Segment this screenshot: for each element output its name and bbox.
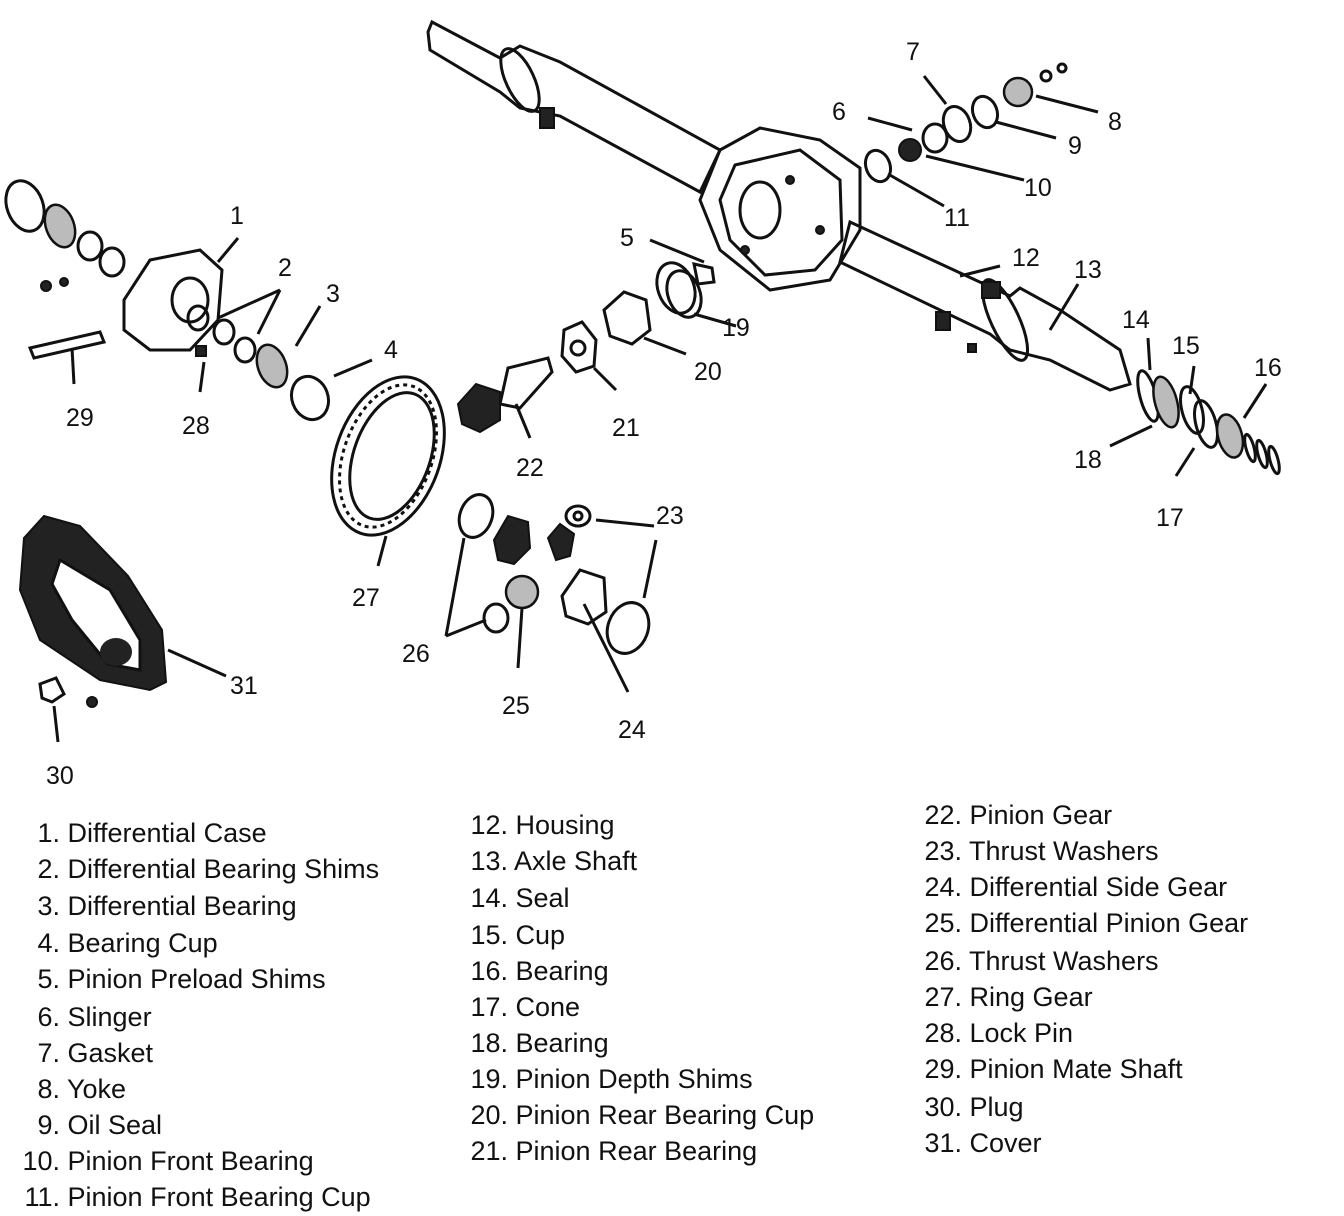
legend-item: 30. Plug [924, 1092, 1024, 1122]
legend-item: 16. Bearing [470, 956, 609, 986]
legend-item: 19. Pinion Depth Shims [470, 1064, 753, 1094]
callout-21: 21 [612, 414, 640, 442]
callout-12: 12 [1012, 244, 1040, 272]
callout-13: 13 [1074, 256, 1102, 284]
legend-item: 25. Differential Pinion Gear [924, 908, 1249, 938]
callout-3: 3 [326, 280, 340, 308]
callout-5: 5 [620, 224, 634, 252]
callout-15: 15 [1172, 332, 1200, 360]
legend-item: 3. Differential Bearing [37, 891, 297, 921]
callout-17: 17 [1156, 504, 1184, 532]
legend-item: 15. Cup [470, 920, 566, 950]
legend-item: 5. Pinion Preload Shims [37, 964, 326, 994]
callout-20: 20 [694, 358, 722, 386]
legend-item: 24. Differential Side Gear [924, 872, 1228, 902]
callout-24: 24 [618, 716, 646, 744]
legend-item: 28. Lock Pin [924, 1018, 1074, 1048]
callout-27: 27 [352, 584, 380, 612]
legend-item: 1. Differential Case [37, 818, 267, 848]
legend-item: 27. Ring Gear [924, 982, 1093, 1012]
callout-25: 25 [502, 692, 530, 720]
leader-lines [52, 75, 1268, 743]
legend-item: 4. Bearing Cup [37, 928, 218, 958]
callout-4: 4 [384, 336, 398, 364]
callout-18: 18 [1074, 446, 1102, 474]
legend-item: 13. Axle Shaft [470, 846, 638, 876]
callout-11: 11 [944, 204, 970, 232]
axle-end-parts [1136, 369, 1281, 476]
pinion-front-parts [863, 62, 1068, 184]
cover [18, 514, 168, 708]
legend-item: 21. Pinion Rear Bearing [470, 1136, 758, 1166]
callout-10: 10 [1024, 174, 1052, 202]
callout-29: 29 [66, 404, 94, 432]
callout-9: 9 [1068, 132, 1082, 160]
callout-26: 26 [402, 640, 430, 668]
callout-28: 28 [182, 412, 210, 440]
callout-30: 30 [46, 762, 74, 790]
callout-23: 23 [656, 502, 684, 530]
legend-item: 23. Thrust Washers [924, 836, 1159, 866]
legend-item: 7. Gasket [37, 1038, 154, 1068]
legend-item: 2. Differential Bearing Shims [37, 854, 380, 884]
callout-6: 6 [832, 98, 846, 126]
legend-item: 18. Bearing [470, 1028, 609, 1058]
exploded-axle-diagram: 1 2 3 4 5 6 7 8 9 10 11 12 13 14 15 16 1… [4, 19, 1282, 790]
legend-item: 8. Yoke [37, 1074, 127, 1104]
callout-22: 22 [516, 454, 544, 482]
callout-1: 1 [230, 202, 244, 230]
axle-housing [426, 19, 1132, 392]
callout-14: 14 [1122, 306, 1150, 334]
callout-31: 31 [230, 672, 258, 700]
callout-7: 7 [906, 38, 920, 66]
legend-item: 20. Pinion Rear Bearing Cup [470, 1100, 815, 1130]
callout-16: 16 [1254, 354, 1282, 382]
legend-item: 12. Housing [470, 810, 615, 840]
legend-item: 31. Cover [924, 1128, 1042, 1158]
legend-item: 26. Thrust Washers [924, 946, 1159, 976]
differential-case-parts [4, 179, 331, 422]
legend-item: 17. Cone [470, 992, 581, 1022]
legend-item: 29. Pinion Mate Shaft [924, 1054, 1183, 1084]
legend-item: 10. Pinion Front Bearing [22, 1146, 314, 1176]
pinion-parts [456, 261, 716, 434]
callout-8: 8 [1108, 108, 1122, 136]
legend-item: 11. Pinion Front Bearing Cup [24, 1182, 371, 1212]
ring-gear [330, 375, 446, 537]
legend-item: 22. Pinion Gear [924, 800, 1113, 830]
legend-item: 6. Slinger [37, 1002, 152, 1032]
legend-item: 14. Seal [470, 883, 570, 913]
differential-gears [457, 493, 651, 655]
callout-labels: 1 2 3 4 5 6 7 8 9 10 11 12 13 14 15 16 1… [46, 38, 1282, 790]
legend-item: 9. Oil Seal [37, 1110, 163, 1140]
callout-2: 2 [278, 254, 292, 282]
callout-19: 19 [722, 314, 750, 342]
